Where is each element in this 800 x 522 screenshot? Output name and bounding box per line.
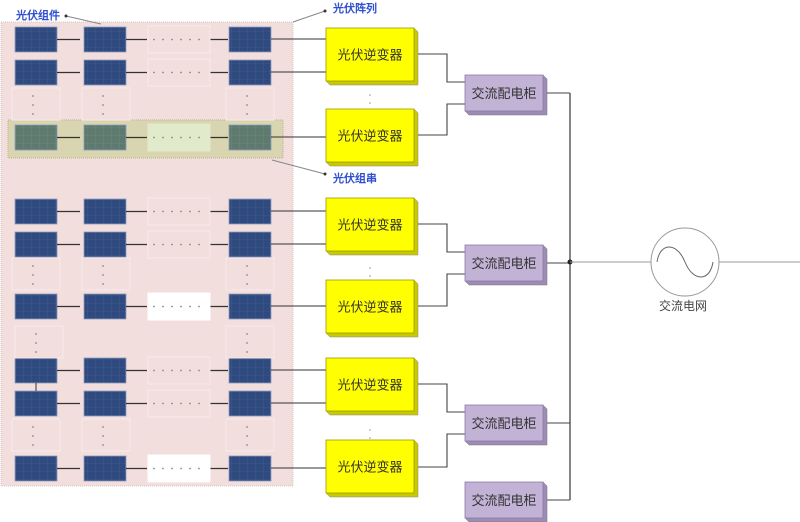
pv-module-panel bbox=[83, 231, 127, 258]
pv-module-panel bbox=[14, 26, 58, 53]
pv-inverter: 光伏逆变器 bbox=[325, 108, 419, 167]
pv-inverter: 光伏逆变器 bbox=[325, 357, 419, 416]
ellipsis-box bbox=[147, 356, 211, 385]
pv-inverter: 光伏逆变器 bbox=[325, 27, 419, 86]
pv-module-panel bbox=[228, 231, 272, 258]
pv-module-panel bbox=[228, 124, 272, 151]
vertical-ellipsis bbox=[14, 325, 64, 359]
ac-distribution-cabinet: 交流配电柜 bbox=[464, 244, 548, 286]
ac-distribution-cabinet: 交流配电柜 bbox=[464, 74, 548, 116]
pv-module-panel bbox=[14, 231, 58, 258]
pv-string-row bbox=[14, 230, 272, 259]
ellipsis-box bbox=[147, 123, 211, 152]
pv-module-panel bbox=[14, 124, 58, 151]
pv-string-row bbox=[14, 25, 272, 54]
sine-wave-icon bbox=[656, 246, 714, 278]
pv-module-panel bbox=[14, 293, 58, 320]
ellipsis-dot bbox=[369, 429, 371, 431]
vertical-ellipsis bbox=[11, 418, 61, 452]
inverter-label: 光伏逆变器 bbox=[337, 378, 402, 394]
pv-module-panel bbox=[83, 455, 127, 482]
pv-module-panel bbox=[83, 293, 127, 320]
ellipsis-dot bbox=[369, 437, 371, 439]
ac-distribution-cabinet: 交流配电柜 bbox=[464, 481, 548, 522]
pv-module-panel bbox=[83, 59, 127, 86]
pv-module-panel bbox=[83, 198, 127, 225]
pv-module-panel bbox=[83, 26, 127, 53]
ac-distribution-cabinet: 交流配电柜 bbox=[464, 404, 548, 446]
ellipsis-dot bbox=[369, 102, 371, 104]
pv-module-panel bbox=[83, 357, 127, 384]
inverter-label: 光伏逆变器 bbox=[337, 48, 402, 64]
pv-module-panel bbox=[14, 357, 58, 384]
ellipsis-dot bbox=[369, 94, 371, 96]
pv-module-panel bbox=[228, 26, 272, 53]
ellipsis-dot bbox=[369, 267, 371, 269]
pv-module-panel bbox=[14, 455, 58, 482]
callout-array bbox=[292, 10, 326, 23]
label-pv-string: 光伏组串 bbox=[332, 171, 377, 185]
pv-string-row bbox=[14, 389, 272, 418]
inverter-label: 光伏逆变器 bbox=[337, 300, 402, 316]
label-pv-module: 光伏组件 bbox=[15, 8, 60, 22]
pv-module-panel bbox=[228, 59, 272, 86]
ellipsis-box bbox=[147, 292, 211, 321]
label-pv-array: 光伏阵列 bbox=[332, 1, 377, 15]
vertical-ellipsis bbox=[225, 257, 275, 291]
cabinet-label: 交流配电柜 bbox=[471, 493, 536, 509]
vertical-ellipsis bbox=[81, 257, 131, 291]
inverter-label: 光伏逆变器 bbox=[337, 129, 402, 145]
vertical-ellipsis bbox=[11, 87, 61, 121]
pv-module-panel bbox=[228, 357, 272, 384]
pv-string-row bbox=[14, 292, 272, 321]
ellipsis-dot bbox=[369, 275, 371, 277]
vertical-ellipsis bbox=[225, 418, 275, 452]
vertical-ellipsis bbox=[225, 325, 275, 359]
pv-module-panel bbox=[83, 124, 127, 151]
pv-module-panel bbox=[83, 390, 127, 417]
pv-string-row bbox=[14, 356, 272, 385]
inverter-label: 光伏逆变器 bbox=[337, 218, 402, 234]
vertical-ellipsis bbox=[11, 257, 61, 291]
inverter-label: 光伏逆变器 bbox=[337, 460, 402, 476]
ellipsis-box bbox=[147, 25, 211, 54]
pv-string-row bbox=[14, 123, 272, 152]
vertical-ellipsis bbox=[81, 418, 131, 452]
callout-module bbox=[65, 15, 102, 25]
pv-module-panel bbox=[228, 293, 272, 320]
pv-inverter: 光伏逆变器 bbox=[325, 279, 419, 338]
pv-module-panel bbox=[14, 390, 58, 417]
cabinet-label: 交流配电柜 bbox=[471, 256, 536, 272]
pv-module-panel bbox=[228, 198, 272, 225]
label-ac-grid: 交流电网 bbox=[659, 298, 707, 313]
ellipsis-box bbox=[147, 389, 211, 418]
ellipsis-box bbox=[147, 197, 211, 226]
pv-module-panel bbox=[14, 59, 58, 86]
ellipsis-box bbox=[147, 58, 211, 87]
ellipsis-box bbox=[147, 230, 211, 259]
pv-inverter: 光伏逆变器 bbox=[325, 439, 419, 498]
ellipsis-box bbox=[147, 454, 211, 483]
pv-inverter: 光伏逆变器 bbox=[325, 197, 419, 256]
cabinet-label: 交流配电柜 bbox=[471, 416, 536, 432]
pv-module-panel bbox=[14, 198, 58, 225]
callout-string bbox=[271, 159, 326, 175]
pv-string-row bbox=[14, 197, 272, 226]
pv-string-row bbox=[14, 58, 272, 87]
cabinet-label: 交流配电柜 bbox=[471, 86, 536, 102]
pv-string-row bbox=[14, 454, 272, 483]
pv-module-panel bbox=[228, 455, 272, 482]
pv-module-panel bbox=[228, 390, 272, 417]
vertical-ellipsis bbox=[81, 87, 131, 121]
vertical-ellipsis bbox=[225, 87, 275, 121]
